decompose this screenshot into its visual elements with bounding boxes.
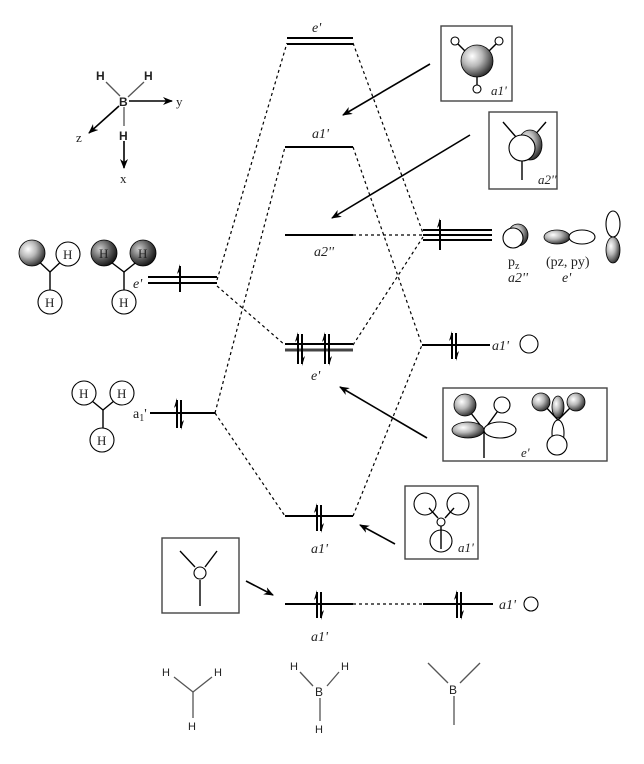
electron-pair	[174, 398, 184, 430]
svg-text:a1': a1'	[458, 540, 474, 555]
svg-text:H: H	[214, 667, 222, 679]
inset-a2-double-prime: a2''	[488, 111, 558, 190]
correlation-line	[352, 236, 424, 346]
arrow	[342, 63, 431, 116]
bond	[105, 81, 121, 97]
level-label: a2''	[314, 245, 335, 260]
atom-label: H	[96, 69, 105, 83]
svg-text:H: H	[188, 721, 196, 733]
pz-orbital-icon	[502, 223, 529, 249]
atom-label: H	[144, 69, 153, 83]
svg-text:H: H	[97, 433, 106, 448]
electron-pair	[449, 331, 459, 361]
svg-text:H: H	[138, 246, 147, 261]
correlation-line	[216, 285, 286, 346]
inset-a1-prime-bonding: a1'	[404, 485, 479, 560]
px-orbital-icon	[605, 210, 621, 264]
svg-text:H: H	[341, 661, 349, 673]
level-label: e'	[311, 369, 321, 384]
axis-label-y: y	[176, 94, 183, 109]
pointer-arrows	[245, 63, 471, 596]
svg-text:H: H	[290, 661, 298, 673]
pxy-symmetry-label: e'	[562, 271, 572, 286]
svg-text:H: H	[162, 667, 170, 679]
z-axis-arrow	[88, 105, 120, 134]
inset-b-s-orbital	[161, 537, 240, 614]
a1-prime-orbital-sketch: H H H	[71, 380, 135, 453]
arrow	[359, 524, 396, 545]
correlation-line	[352, 146, 423, 346]
level-label: e'	[133, 277, 143, 292]
correlation-line	[216, 42, 288, 281]
bond	[127, 81, 145, 98]
svg-text:H: H	[315, 724, 323, 736]
inset-a1-prime-top: a1'	[440, 25, 513, 102]
level-label: a1'	[311, 542, 329, 557]
atom-label: H	[119, 129, 128, 143]
inset-e-prime: e'	[442, 387, 608, 462]
e-prime-orbital-sketch-2: H H H	[90, 239, 157, 315]
electron-pair	[322, 332, 332, 366]
center-levels: e' a1' a2'' e' a1' a1'	[285, 21, 353, 645]
svg-text:a1': a1'	[491, 83, 507, 98]
level-label: a1'	[311, 630, 329, 645]
svg-text:H: H	[45, 295, 54, 310]
structure-b: B	[427, 662, 481, 725]
arrow	[245, 580, 274, 596]
level-label: a1'	[133, 407, 147, 424]
s-orbital-icon	[523, 596, 539, 612]
atom-label: B	[119, 95, 128, 109]
arrow	[331, 134, 471, 219]
e-prime-orbital-sketch-1: H H	[18, 239, 81, 315]
svg-text:a2'': a2''	[538, 172, 557, 187]
correlation-line	[214, 146, 286, 414]
svg-text:H: H	[99, 246, 108, 261]
axis-label-x: x	[120, 171, 127, 186]
level-label: a1'	[492, 339, 510, 354]
electron-pair	[314, 503, 324, 533]
structure-bh3: H H B H	[290, 661, 349, 736]
svg-text:H: H	[119, 295, 128, 310]
electron-pair	[295, 332, 305, 366]
svg-text:H: H	[79, 386, 88, 401]
py-orbital-icon	[543, 229, 596, 245]
level-label: a1'	[312, 127, 330, 142]
s-orbital-icon	[519, 334, 539, 354]
coordinate-axes: H H B H y z x	[76, 69, 183, 186]
pz-symmetry-label: a2''	[508, 271, 529, 286]
level-label: e'	[312, 21, 322, 36]
correlation-line	[352, 42, 424, 234]
svg-text:B: B	[449, 683, 457, 697]
electron-pair	[454, 590, 464, 620]
electron-pair	[314, 590, 324, 620]
correlation-line	[214, 412, 286, 517]
level-label: a1'	[499, 598, 517, 613]
svg-text:e': e'	[521, 445, 530, 460]
axis-label-z: z	[76, 130, 82, 145]
svg-text:H: H	[117, 386, 126, 401]
pz-label: pz	[508, 255, 520, 272]
svg-text:B: B	[315, 685, 323, 699]
correlation-lines	[214, 42, 424, 605]
structure-h3: H H H	[162, 667, 222, 733]
left-fragment: e' a1' H H H H H	[18, 239, 217, 453]
right-fragment: a1' a1' pz a2'' (pz, py) e'	[422, 210, 621, 620]
correlation-line	[352, 344, 423, 517]
pxy-label: (pz, py)	[546, 255, 590, 270]
arrow	[339, 386, 428, 439]
svg-text:H: H	[63, 247, 72, 262]
